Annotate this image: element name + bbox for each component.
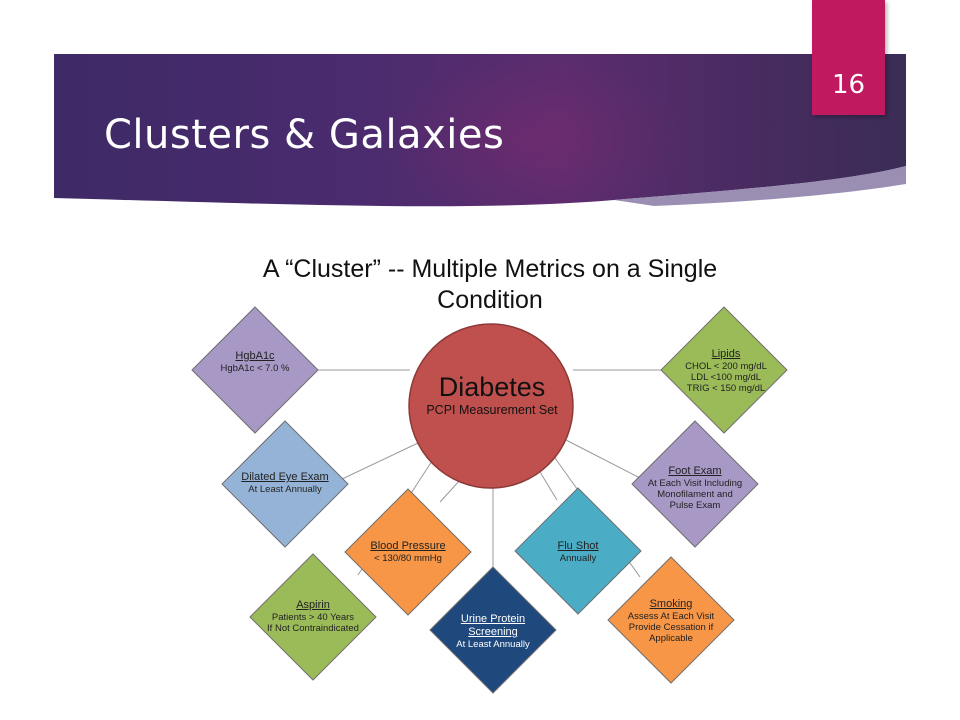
node-detail: Annually xyxy=(559,553,597,564)
page-number-tab: 16 xyxy=(812,0,885,115)
node-title: Foot Exam xyxy=(668,465,722,477)
connector-dilated-eye-exam xyxy=(339,442,419,481)
node-label-dilated-eye-exam: Dilated Eye Exam At Least Annually xyxy=(230,471,340,495)
node-detail: Assess At Each Visit Provide Cessation i… xyxy=(627,611,715,644)
diagram-shapes xyxy=(191,306,788,694)
node-diamond-aspirin xyxy=(249,553,377,681)
node-diamond-blood-pressure xyxy=(344,488,472,616)
node-diamond-urine-protein-screening xyxy=(429,566,557,694)
hub-subtitle: PCPI Measurement Set xyxy=(426,403,558,417)
node-diamond-dilated-eye-exam xyxy=(221,420,349,548)
node-label-lipids: Lipids CHOL < 200 mg/dL LDL <100 mg/dL T… xyxy=(668,348,784,394)
node-label-foot-exam: Foot Exam At Each Visit Including Monofi… xyxy=(630,465,760,511)
node-title: Smoking xyxy=(649,598,693,610)
node-title: Flu Shot xyxy=(557,540,599,552)
banner-curve xyxy=(54,166,906,224)
node-title: Dilated Eye Exam xyxy=(241,471,329,483)
node-detail: HgbA1c < 7.0 % xyxy=(220,363,290,374)
node-detail: < 130/80 mmHg xyxy=(374,553,442,564)
node-title: Urine Protein Screening xyxy=(460,613,526,638)
connector-blood-pressure xyxy=(439,479,461,503)
node-diamond-foot-exam xyxy=(631,420,759,548)
title-banner xyxy=(54,54,906,224)
node-title: HgbA1c xyxy=(235,350,275,362)
slide-title: Clusters & Galaxies xyxy=(104,112,505,158)
node-label-smoking: Smoking Assess At Each Visit Provide Ces… xyxy=(613,598,729,644)
banner-glow xyxy=(384,54,684,224)
hub-title: Diabetes xyxy=(438,372,546,402)
node-title: Blood Pressure xyxy=(370,540,446,552)
connector-foot-exam xyxy=(565,439,641,479)
node-label-blood-pressure: Blood Pressure < 130/80 mmHg xyxy=(358,540,458,564)
node-diamond-smoking xyxy=(607,556,735,684)
node-diamond-hgba1c xyxy=(191,306,319,434)
node-detail: At Each Visit Including Monofilament and… xyxy=(647,478,743,511)
connector-flu-shot xyxy=(539,471,558,501)
node-diamond-lipids xyxy=(660,306,788,434)
hub-label: Diabetes PCPI Measurement Set xyxy=(412,372,572,418)
node-label-urine-protein-screening: Urine Protein Screening At Least Annuall… xyxy=(453,613,533,650)
node-label-flu-shot: Flu Shot Annually xyxy=(538,540,618,564)
node-label-hgba1c: HgbA1c HgbA1c < 7.0 % xyxy=(205,350,305,374)
hub-circle xyxy=(408,323,574,489)
node-detail: CHOL < 200 mg/dL LDL <100 mg/dL TRIG < 1… xyxy=(685,361,767,394)
node-detail: Patients > 40 Years If Not Contraindicat… xyxy=(267,612,359,634)
node-detail: At Least Annually xyxy=(456,639,530,650)
node-label-aspirin: Aspirin Patients > 40 Years If Not Contr… xyxy=(253,599,373,634)
page-number: 16 xyxy=(831,70,866,100)
node-title: Aspirin xyxy=(296,599,330,611)
node-detail: At Least Annually xyxy=(248,484,322,495)
node-diamond-flu-shot xyxy=(514,487,642,615)
diagram-title: A “Cluster” -- Multiple Metrics on a Sin… xyxy=(262,255,718,314)
node-title: Lipids xyxy=(711,348,741,360)
